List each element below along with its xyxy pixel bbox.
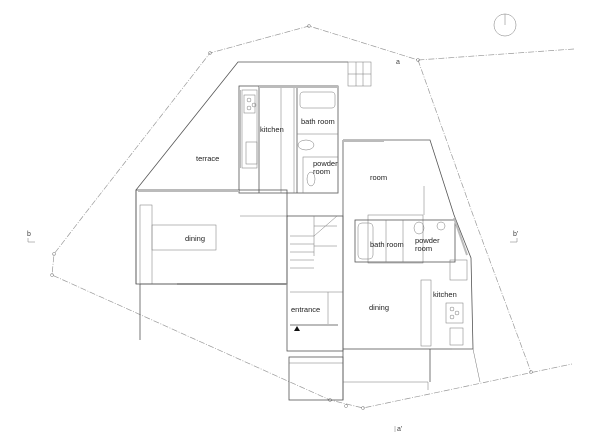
entrance-arrow-icon bbox=[294, 326, 300, 331]
site-boundary bbox=[51, 25, 575, 409]
exterior-stair: a bbox=[347, 59, 400, 87]
section-marker-b: b bbox=[27, 231, 31, 238]
label-dining-right: dining bbox=[369, 303, 389, 312]
label-powder-upper-1: powder bbox=[313, 159, 338, 168]
dining-wing-left bbox=[135, 189, 288, 340]
label-powder-upper-2: room bbox=[313, 167, 330, 176]
north-arrow-icon bbox=[493, 13, 517, 37]
label-powder-right-1: powder bbox=[415, 236, 440, 245]
label-bath-room-right: bath room bbox=[370, 240, 404, 249]
upper-core bbox=[238, 85, 339, 194]
label-kitchen-upper: kitchen bbox=[260, 125, 284, 134]
site-boundary-east bbox=[417, 59, 532, 373]
section-marker-a-prime: a' bbox=[397, 426, 402, 432]
label-room-right: room bbox=[370, 173, 387, 182]
central-stair bbox=[286, 215, 344, 401]
survey-points bbox=[50, 24, 533, 410]
label-kitchen-right: kitchen bbox=[433, 290, 457, 299]
label-dining-left: dining bbox=[185, 234, 205, 243]
label-powder-right-2: room bbox=[415, 244, 432, 253]
label-entrance: entrance bbox=[291, 305, 320, 314]
section-marker-a: a bbox=[396, 59, 400, 66]
section-marker-b-prime: b' bbox=[513, 231, 518, 238]
label-terrace: terrace bbox=[196, 154, 219, 163]
label-bath-room-upper: bath room bbox=[301, 117, 335, 126]
right-wing bbox=[342, 139, 481, 400]
